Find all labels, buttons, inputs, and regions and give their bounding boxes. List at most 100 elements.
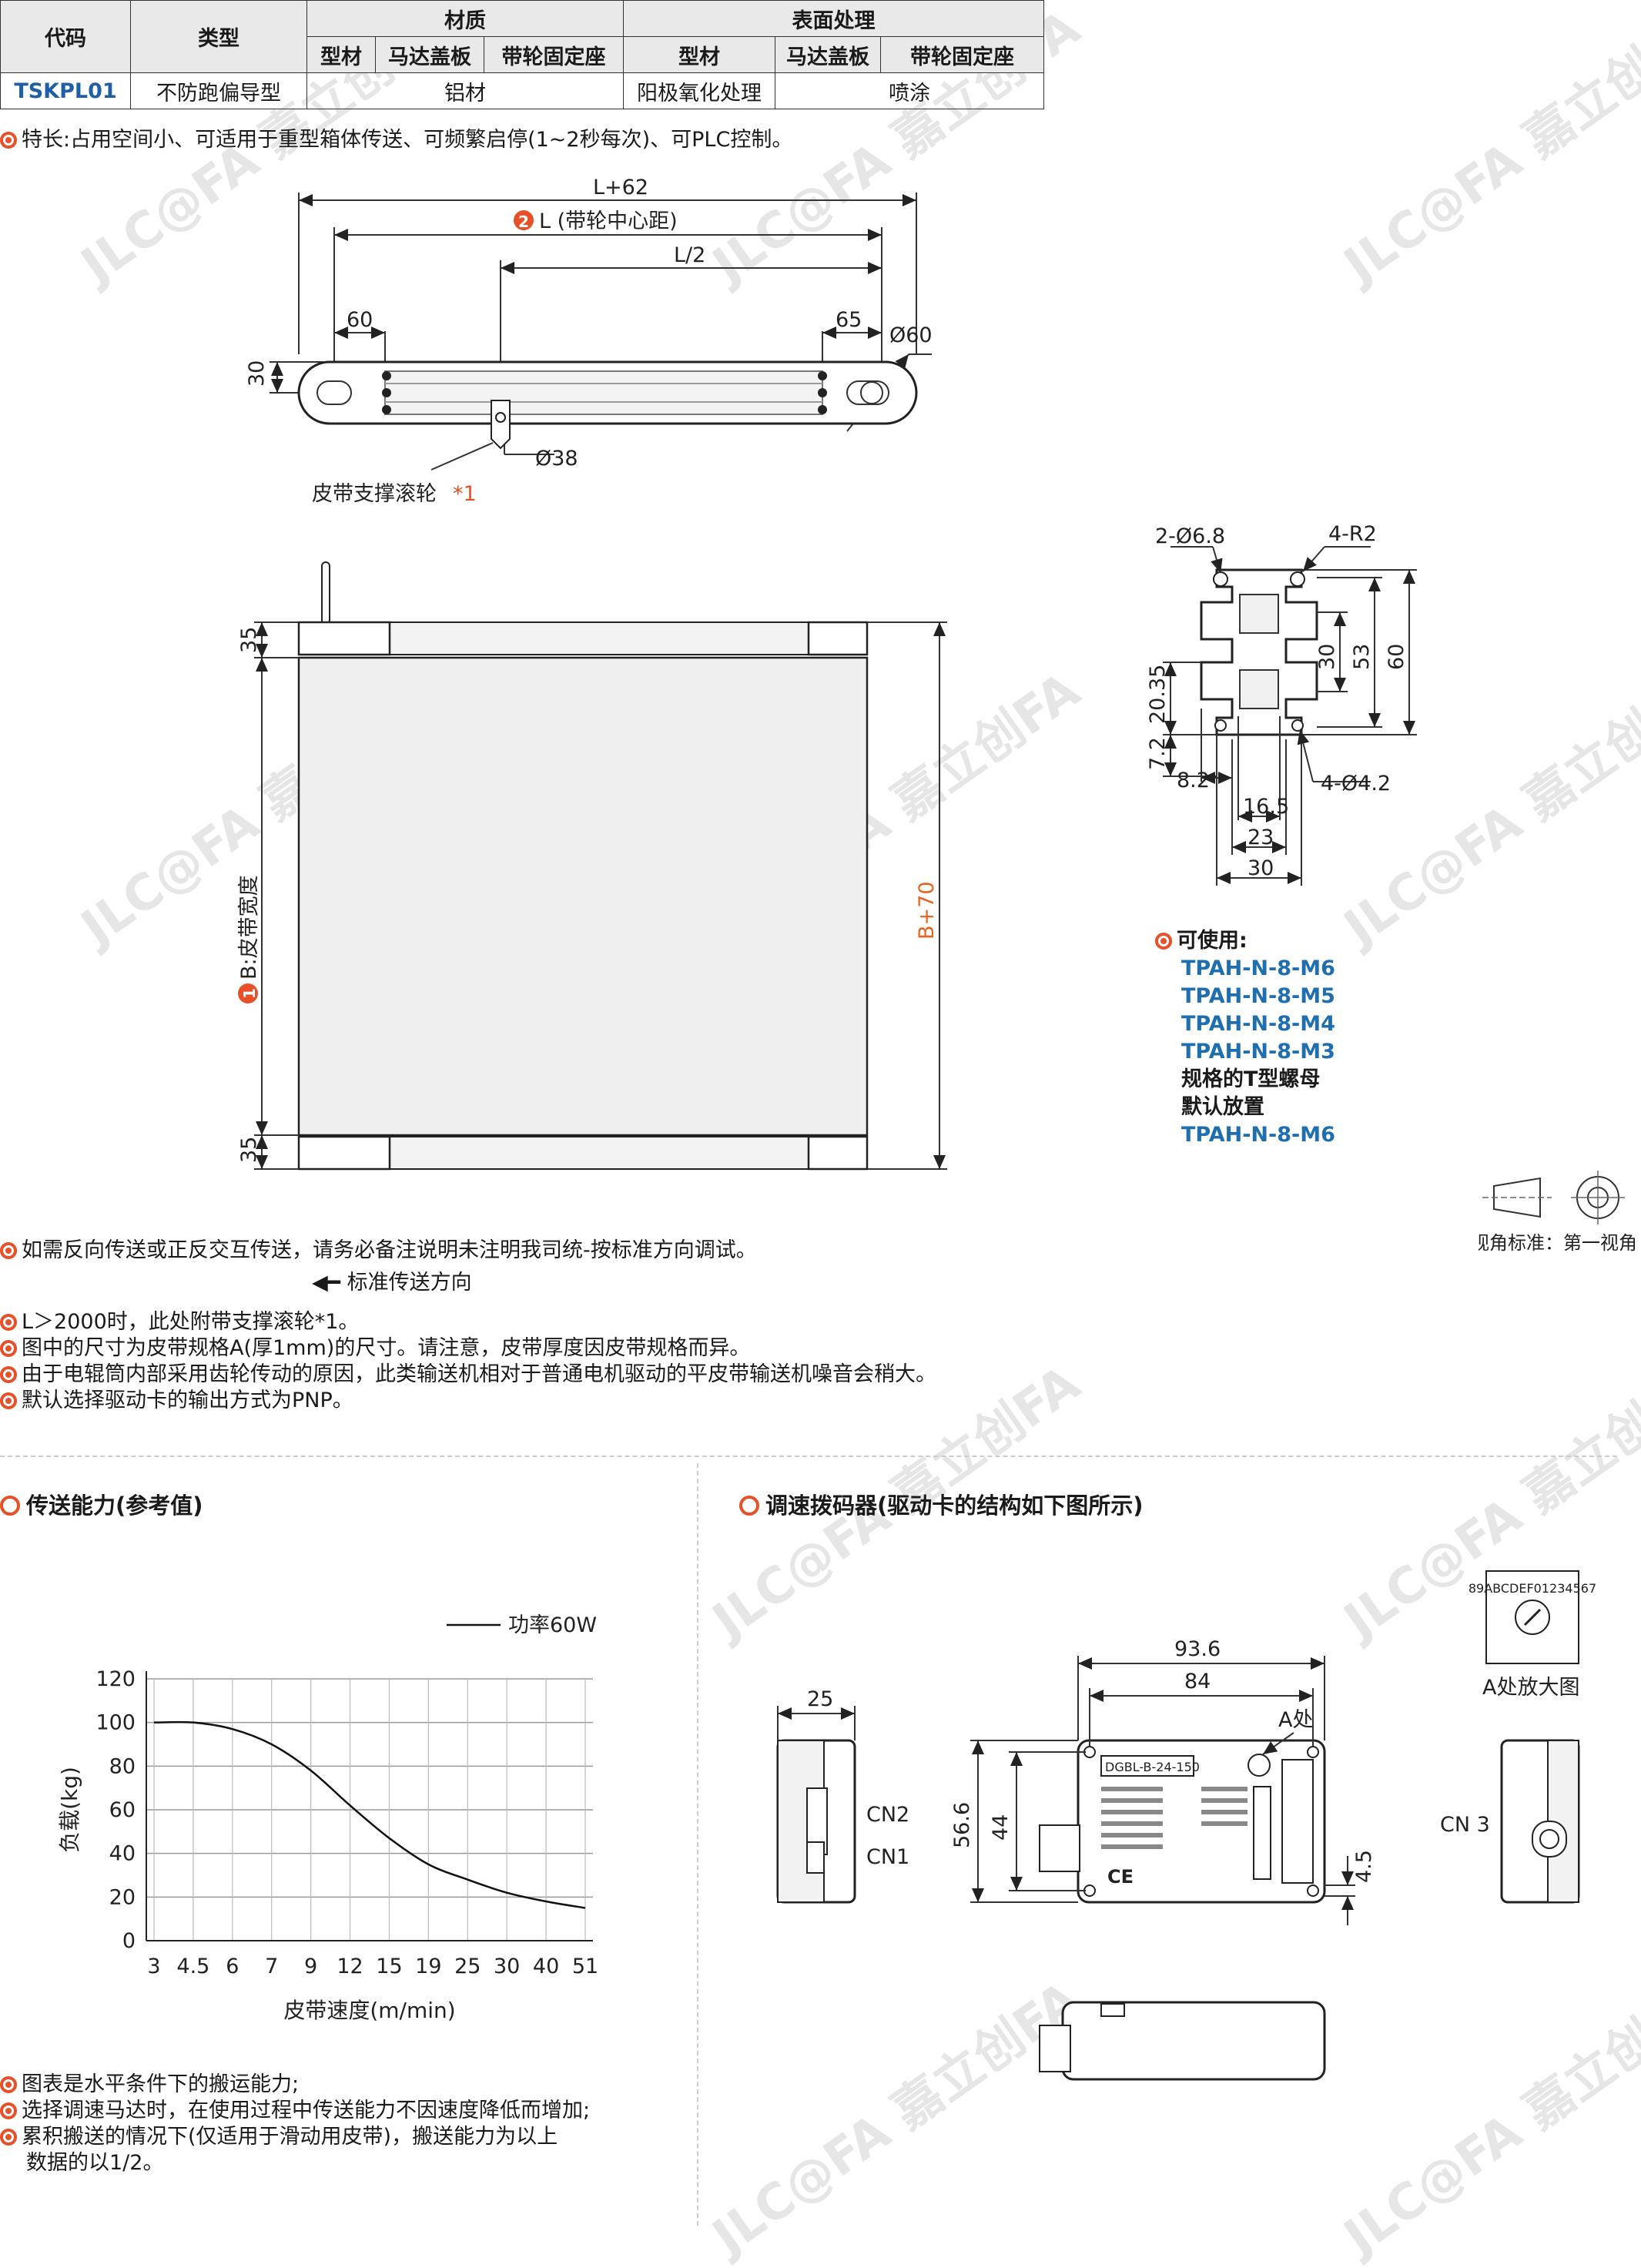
subheader: 马达盖板 bbox=[775, 36, 881, 73]
direction-legend: ◀━ 标准传送方向 bbox=[312, 1271, 472, 1295]
profile-drawing: 2-Ø6.8 4-R2 30 53 60 20.35 7.2 8.2 4-Ø4.… bbox=[1146, 522, 1417, 886]
list-item: TPAH-N-8-M4 bbox=[1181, 1012, 1335, 1036]
divider bbox=[697, 1463, 698, 2226]
list-item: 默认选择驱动卡的输出方式为PNP。 bbox=[0, 1388, 936, 1414]
dim-8-2: 8.2 bbox=[1177, 769, 1210, 792]
dim-30-v: 30 bbox=[1315, 644, 1339, 670]
dim-53: 53 bbox=[1350, 644, 1374, 670]
x-tick-label: 3 bbox=[147, 1955, 160, 1978]
available-title: 可使用: bbox=[1177, 929, 1247, 953]
t-nut-label: 规格的T型螺母 bbox=[1181, 1067, 1321, 1091]
bullet-icon bbox=[0, 2102, 17, 2119]
dim-dia38: Ø38 bbox=[535, 447, 578, 471]
dim-84: 84 bbox=[1184, 1670, 1211, 1693]
dim-56-6: 56.6 bbox=[950, 1802, 974, 1848]
num-2: 2 bbox=[518, 213, 529, 231]
A-zoom-label: A处放大图 bbox=[1482, 1676, 1579, 1700]
x-axis-label: 皮带速度(m/min) bbox=[283, 1998, 455, 2023]
dim-25: 25 bbox=[807, 1687, 833, 1711]
dim-4-42: 4-Ø4.2 bbox=[1321, 772, 1391, 796]
x-tick-label: 30 bbox=[494, 1955, 520, 1978]
ce-mark: CE bbox=[1107, 1866, 1134, 1888]
subheader: 马达盖板 bbox=[375, 36, 484, 73]
subheader: 型材 bbox=[306, 36, 376, 73]
dim-60: 60 bbox=[347, 308, 373, 332]
table-row: TSKPL01 不防跑偏导型 铝材 阳极氧化处理 喷涂 bbox=[0, 72, 1044, 109]
subheader: 带轮固定座 bbox=[880, 36, 1044, 73]
y-tick-label: 0 bbox=[122, 1929, 136, 1953]
list-item: 由于电辊筒内部采用齿轮传动的原因，此类输送机相对于普通电机驱动的平皮带输送机噪音… bbox=[0, 1362, 936, 1388]
cell-type: 不防跑偏导型 bbox=[130, 72, 307, 109]
list-item: TPAH-N-8-M6 bbox=[1181, 956, 1335, 980]
dim-B-width: B:皮带宽度 bbox=[237, 875, 261, 980]
list-item: 图表是水平条件下的搬运能力; bbox=[0, 2072, 590, 2098]
header-surface: 表面处理 bbox=[623, 0, 1044, 37]
dim-35-top: 35 bbox=[237, 627, 261, 653]
model-label: DGBL-B-24-150 bbox=[1105, 1760, 1200, 1774]
dim-2-68: 2-Ø6.8 bbox=[1155, 524, 1225, 548]
top-view-drawing: L+62 2 L (带轮中心距) L/2 60 65 Ø60 30 Ø38 皮带… bbox=[245, 176, 933, 506]
bullet-icon bbox=[0, 1340, 17, 1357]
cn2-label: CN2 bbox=[866, 1803, 909, 1827]
dim-60-v: 60 bbox=[1385, 644, 1408, 670]
x-tick-label: 15 bbox=[376, 1955, 402, 1978]
notes-list: L＞2000时，此处附带支撑滚轮*1。 图中的尺寸为皮带规格A(厚1mm)的尺寸… bbox=[0, 1309, 936, 1414]
roller-label: 皮带支撑滚轮 bbox=[312, 482, 437, 506]
x-tick-label: 40 bbox=[533, 1955, 559, 1978]
series-line bbox=[153, 1720, 586, 1909]
y-tick-label: 20 bbox=[109, 1885, 136, 1909]
dim-dia60: Ø60 bbox=[889, 323, 933, 347]
roller-ref: *1 bbox=[453, 482, 477, 506]
ring-icon bbox=[739, 1496, 759, 1516]
default-label: 默认放置 bbox=[1181, 1095, 1264, 1119]
dim-16-5: 16.5 bbox=[1243, 795, 1289, 819]
first-angle-symbol: 视角标准：第一视角 bbox=[1479, 1171, 1637, 1254]
header-type: 类型 bbox=[130, 0, 307, 73]
subheader: 型材 bbox=[623, 36, 775, 73]
dim-L62: L+62 bbox=[593, 176, 648, 199]
dim-L-center: L (带轮中心距) bbox=[539, 209, 678, 233]
feature-note: 特长:占用空间小、可适用于重型箱体传送、可频繁启停(1~2秒每次)、可PLC控制… bbox=[0, 128, 792, 152]
watermark: JLC@FA 嘉立创FA bbox=[1335, 0, 1641, 295]
default-item: TPAH-N-8-M6 bbox=[1181, 1123, 1335, 1147]
header-material: 材质 bbox=[306, 0, 624, 37]
bullet-icon bbox=[0, 1242, 17, 1259]
cell-surface: 阳极氧化处理 bbox=[623, 72, 775, 109]
y-tick-label: 120 bbox=[95, 1667, 136, 1691]
bullet-icon bbox=[0, 1314, 17, 1331]
capacity-title: 传送能力(参考值) bbox=[0, 1488, 203, 1520]
chart-notes: 图表是水平条件下的搬运能力; 选择调速马达时，在使用过程中传送能力不因速度降低而… bbox=[0, 2072, 590, 2176]
dim-4-5: 4.5 bbox=[1352, 1850, 1376, 1883]
dim-30: 30 bbox=[245, 360, 269, 387]
list-item: 选择调速马达时，在使用过程中传送能力不因速度降低而增加; bbox=[0, 2098, 590, 2124]
dim-4-R2: 4-R2 bbox=[1328, 522, 1377, 546]
side-view-drawing: 35 35 1 B:皮带宽度 B+70 bbox=[237, 561, 947, 1171]
ring-icon bbox=[0, 1496, 20, 1516]
dim-44: 44 bbox=[989, 1814, 1013, 1841]
dim-23: 23 bbox=[1247, 826, 1274, 849]
list-item: 累积搬送的情况下(仅适用于滑动用皮带)，搬送能力为以上 bbox=[0, 2124, 590, 2150]
dim-L-half: L/2 bbox=[674, 243, 705, 267]
bullet-icon bbox=[0, 1366, 17, 1383]
dial-title: 调速拨码器(驱动卡的结构如下图所示) bbox=[739, 1488, 1144, 1520]
y-axis-label: 负载(kg) bbox=[57, 1767, 82, 1853]
bullet-icon bbox=[0, 132, 17, 149]
x-tick-label: 7 bbox=[265, 1955, 278, 1978]
x-tick-label: 9 bbox=[304, 1955, 317, 1978]
spec-table: 代码 类型 材质 表面处理 型材 马达盖板 带轮固定座 型材 马达盖板 带轮固定… bbox=[0, 0, 1044, 109]
direction-note: 如需反向传送或正反交互传送，请务必备注说明未注明我司统-按标准方向调试。 bbox=[0, 1238, 757, 1263]
dim-93-6: 93.6 bbox=[1174, 1637, 1221, 1661]
legend-label: 功率60W bbox=[508, 1613, 597, 1637]
available-list: 可使用: TPAH-N-8-M6 TPAH-N-8-M5 TPAH-N-8-M4… bbox=[1155, 927, 1335, 1149]
list-item: 数据的以1/2。 bbox=[26, 2151, 164, 2175]
y-tick-label: 100 bbox=[95, 1711, 136, 1735]
y-tick-label: 80 bbox=[109, 1754, 136, 1778]
dial-labels: 89ABCDEF01234567 bbox=[1469, 1581, 1596, 1596]
x-tick-label: 6 bbox=[226, 1955, 239, 1978]
dim-7-2: 7.2 bbox=[1146, 737, 1170, 770]
x-tick-label: 51 bbox=[572, 1955, 598, 1978]
list-item: L＞2000时，此处附带支撑滚轮*1。 bbox=[0, 1309, 936, 1335]
bullet-icon bbox=[0, 1392, 17, 1409]
list-item: TPAH-N-8-M3 bbox=[1181, 1040, 1335, 1064]
